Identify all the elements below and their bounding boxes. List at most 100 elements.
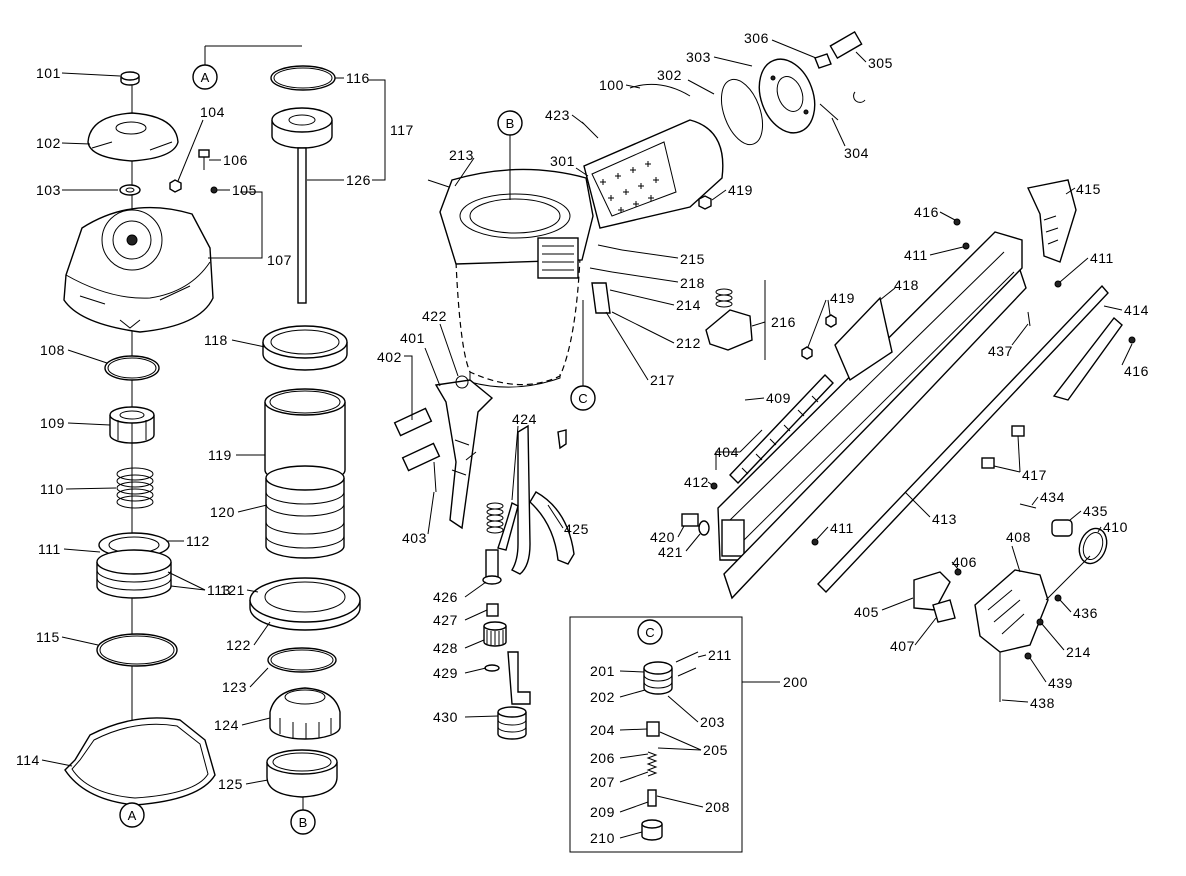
callout-126: 126 (346, 172, 371, 188)
part-303-end-cap (758, 58, 816, 134)
part-405-bracket (913, 571, 951, 611)
part-106-screw (198, 149, 210, 170)
callout-110: 110 (40, 481, 64, 497)
callout-437: 437 (988, 343, 1013, 359)
callout-414: 414 (1124, 302, 1149, 318)
callout-430: 430 (433, 709, 458, 725)
part-306-clip (814, 53, 832, 69)
part-114-gasket (64, 717, 216, 806)
ref-a-bottom: A (119, 802, 145, 828)
callout-412: 412 (684, 474, 709, 490)
callout-411-right: 411 (1090, 250, 1114, 266)
part-104-nut (169, 179, 182, 193)
callout-101: 101 (36, 65, 61, 81)
leader-lines (41, 39, 1133, 839)
callout-121: 121 (220, 582, 245, 598)
callout-424: 424 (512, 411, 537, 427)
part-108-o-ring (104, 355, 160, 381)
ref-a-top-label: A (201, 70, 210, 85)
callout-213: 213 (449, 147, 474, 163)
callout-107: 107 (267, 252, 292, 268)
callout-214-nose: 214 (1066, 644, 1091, 660)
callout-120: 120 (210, 504, 235, 520)
callout-118: 118 (204, 332, 228, 348)
part-401-bracket (434, 375, 494, 530)
part-100-handle (583, 83, 724, 229)
part-305-air-fitting (829, 30, 866, 103)
callout-124: 124 (214, 717, 239, 733)
part-408-nose (974, 569, 1049, 653)
callout-208: 208 (705, 799, 730, 815)
callout-206: 206 (590, 750, 615, 766)
callout-215: 215 (680, 251, 705, 267)
callout-304: 304 (844, 145, 869, 161)
callout-104: 104 (200, 104, 225, 120)
part-123-ring (267, 647, 337, 673)
part-105-screw (210, 186, 218, 194)
part-403-pin (433, 461, 437, 493)
callout-421: 421 (658, 544, 683, 560)
callout-103: 103 (36, 182, 61, 198)
ref-c-box-label: C (645, 625, 654, 640)
callout-217: 217 (650, 372, 675, 388)
callout-211: 211 (708, 647, 732, 663)
ref-b-housing-label: B (506, 116, 515, 131)
part-409-nail-strip (729, 373, 834, 485)
part-304-screw (819, 103, 839, 121)
callout-403: 403 (402, 530, 427, 546)
callout-112: 112 (186, 533, 210, 549)
part-124-bumper (269, 687, 341, 740)
callout-207: 207 (590, 774, 615, 790)
part-424-driver (511, 424, 567, 575)
part-116-ring (270, 65, 336, 91)
part-425-lever (497, 491, 575, 565)
part-115-o-ring (96, 633, 178, 667)
part-201-cap (643, 661, 673, 695)
callout-108: 108 (40, 342, 65, 358)
part-110-spring (116, 467, 154, 509)
part-413-rod (817, 284, 1109, 594)
magazine-small-hardware (681, 218, 1136, 546)
callout-423: 423 (545, 107, 570, 123)
part-208-stem (647, 789, 657, 807)
part-415-bracket (1026, 179, 1077, 263)
part-121-plate (249, 577, 361, 631)
callout-411-bottom: 411 (830, 520, 854, 536)
callout-402: 402 (377, 349, 402, 365)
part-125-cup (266, 749, 338, 798)
callout-105: 105 (232, 182, 257, 198)
callout-119: 119 (208, 447, 232, 463)
callout-202: 202 (590, 689, 615, 705)
callout-416-top: 416 (914, 204, 939, 220)
callout-109: 109 (40, 415, 65, 431)
part-301-housing (439, 168, 594, 388)
callout-429: 429 (433, 665, 458, 681)
part-414-pusher (1052, 316, 1123, 401)
part-109-nut (109, 406, 155, 444)
part-102-cover (87, 112, 179, 162)
part-spring (486, 502, 504, 534)
part-120-cylinder-sleeve (265, 465, 345, 559)
nose-small-hardware (954, 503, 1108, 660)
callout-422: 422 (422, 308, 447, 324)
ref-a-top: A (192, 64, 218, 90)
callout-419-handle: 419 (728, 182, 753, 198)
callout-404: 404 (714, 444, 739, 460)
callout-203: 203 (700, 714, 725, 730)
callout-410: 410 (1103, 519, 1128, 535)
ref-b-housing: B (497, 110, 523, 200)
callout-113: 113 (207, 582, 231, 598)
part-211-pin (675, 651, 699, 677)
callout-201: 201 (590, 663, 615, 679)
part-210-cap (641, 819, 663, 841)
box-c-frame (569, 616, 780, 853)
part-423-screw (581, 121, 599, 139)
ref-c-box: C (637, 619, 663, 645)
part-magazine-rail (723, 268, 1027, 600)
callout-214-housing: 214 (676, 297, 701, 313)
callout-417: 417 (1022, 467, 1047, 483)
callout-426: 426 (433, 589, 458, 605)
callout-114: 114 (16, 752, 40, 768)
callout-411-top: 411 (904, 247, 928, 263)
part-407-block (932, 599, 956, 623)
